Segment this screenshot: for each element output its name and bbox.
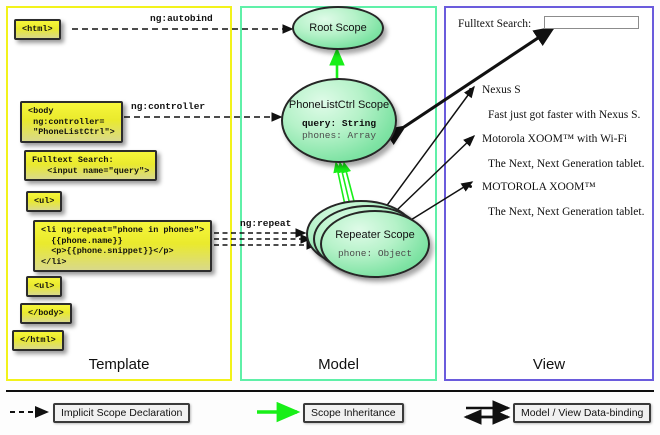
view-item-snippet-0: Fast just got faster with Nexus S. (488, 109, 641, 121)
scope-repeater-props: phone: Object (338, 248, 412, 260)
view-item-name-2: MOTOROLA XOOM™ (469, 181, 596, 193)
legend-label-implicit-scope-declaration: Implicit Scope Declaration (53, 403, 191, 423)
bullet-icon (469, 88, 472, 91)
view-item-name-1: Motorola XOOM™ with Wi-Fi (469, 133, 628, 145)
template-box-body-open: <body ng:controller= "PhoneListCtrl"> (20, 101, 123, 143)
scope-phonelistctrl-props: query: String phones: Array (302, 118, 376, 142)
column-label-template: Template (88, 356, 150, 373)
column-label-view: View (532, 356, 566, 373)
scope-phonelistctrl: PhoneListCtrl Scope query: String phones… (281, 78, 397, 163)
template-box-fulltext-search: Fulltext Search: <input name="query"> (24, 150, 158, 181)
column-label-model: Model (318, 356, 359, 373)
template-box-html-open: <html> (14, 19, 61, 40)
scope-prop-phone: phone: Object (337, 247, 413, 259)
scope-phonelistctrl-title: PhoneListCtrl Scope (288, 99, 390, 111)
view-item-name-text-2: MOTOROLA XOOM™ (482, 181, 596, 193)
view-item-name-0: Nexus S (469, 84, 521, 96)
search-input[interactable] (544, 16, 639, 29)
scope-repeater: Repeater Scope phone: Object (320, 210, 430, 278)
scope-root-title: Root Scope (309, 21, 367, 34)
legend-label-model-view-data-binding: Model / View Data-binding (513, 403, 652, 423)
legend: Implicit Scope Declaration Scope Inherit… (0, 390, 660, 435)
connector-label-ng-controller: ng:controller (131, 101, 206, 112)
view-item-snippet-1: The Next, Next Generation tablet. (488, 158, 645, 170)
legend-divider (6, 390, 654, 392)
view-item-snippet-2: The Next, Next Generation tablet. (488, 206, 645, 218)
scope-prop-query: query: String (301, 118, 377, 129)
template-box-body-close: </body> (20, 303, 72, 324)
scope-repeater-title: Repeater Scope (335, 228, 415, 241)
bullet-icon (469, 137, 472, 140)
connector-label-ng-repeat: ng:repeat (240, 218, 292, 229)
legend-label-scope-inheritance: Scope Inheritance (303, 403, 404, 423)
view-search-label: Fulltext Search: (458, 18, 532, 30)
scope-root: Root Scope (292, 6, 384, 50)
connector-label-ng-autobind: ng:autobind (150, 13, 213, 24)
template-box-li-repeat: <li ng:repeat="phone in phones"> {{phone… (33, 220, 213, 272)
view-item-name-text-1: Motorola XOOM™ with Wi-Fi (482, 133, 628, 145)
template-box-html-close: </html> (12, 330, 64, 351)
scope-prop-phones: phones: Array (301, 130, 377, 141)
template-box-ul-close: <ul> (26, 276, 63, 297)
template-box-ul-open: <ul> (26, 191, 63, 212)
view-panel: Fulltext Search: Nexus S Fast just got f… (444, 6, 654, 381)
column-model: Model (240, 6, 437, 381)
bullet-icon (469, 185, 472, 188)
view-item-name-text-0: Nexus S (482, 84, 521, 96)
